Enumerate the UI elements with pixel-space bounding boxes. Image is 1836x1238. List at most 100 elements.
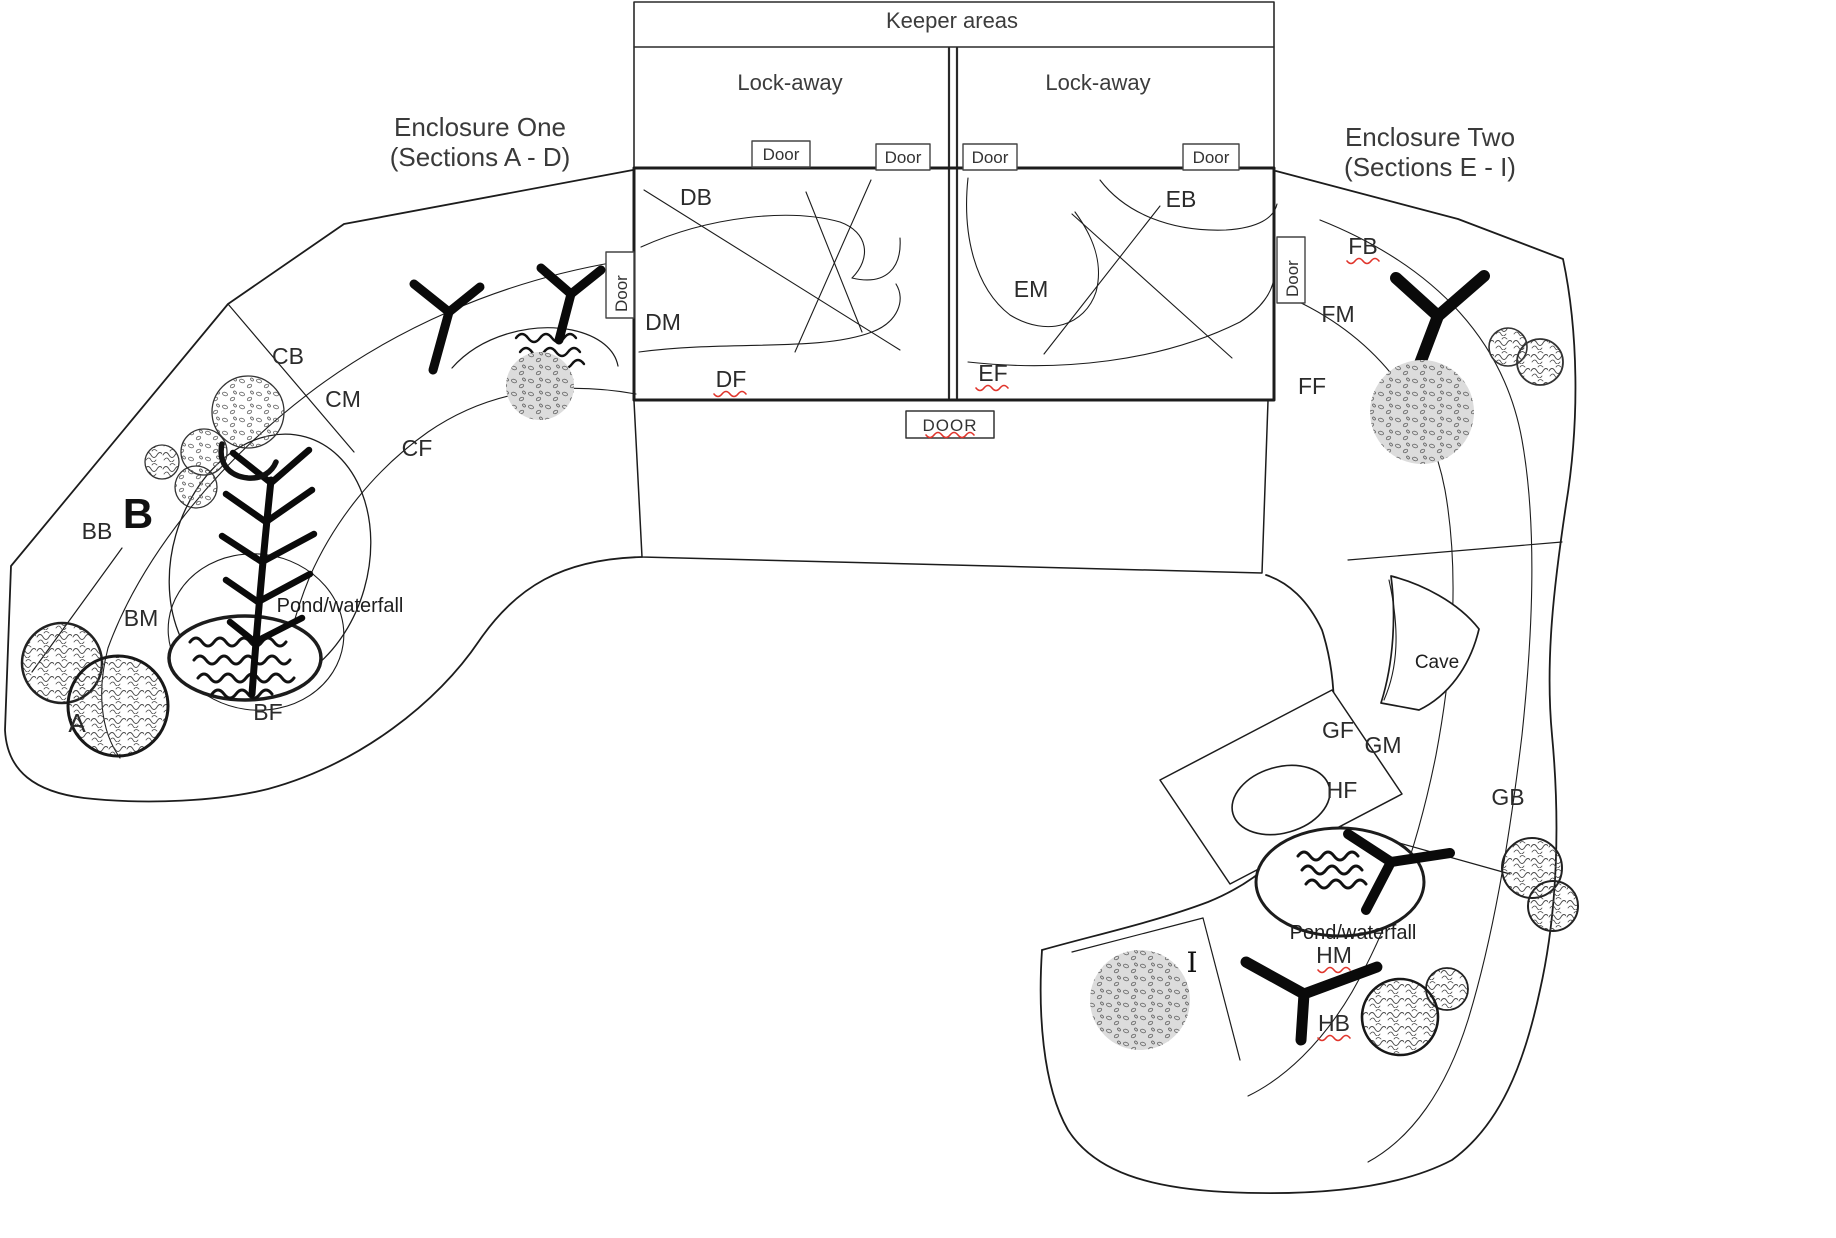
tree-cf (409, 279, 485, 375)
door-box-right-vertical (1276, 236, 1306, 304)
label-section-b: B (123, 490, 153, 537)
enclosure-two-strip-line-1 (1319, 219, 1533, 1163)
label-section-gf: GF (1322, 717, 1354, 743)
squiggle-hm (1317, 966, 1351, 974)
label-enclosure-two-line1: Enclosure Two (1345, 122, 1515, 152)
label-section-ef: EF (978, 360, 1007, 386)
cave-shape (1380, 575, 1480, 711)
spellcheck-underlines (713, 257, 1380, 1042)
label-door-left-vertical: Door (612, 275, 631, 312)
den-left-interior-lines (638, 179, 901, 353)
den-right-diagonal-1 (1043, 205, 1161, 355)
bush-gb-2 (1527, 880, 1579, 932)
tree-hm (1240, 956, 1383, 1046)
lower-paddock-outline (633, 400, 1269, 574)
label-cave: Cave (1415, 652, 1459, 673)
label-section-gm: GM (1364, 732, 1401, 758)
dark-arc-feature (218, 441, 279, 481)
bush-fb-2 (1516, 338, 1564, 386)
enclosure-two-rocks (1090, 327, 1579, 1057)
squiggle-ef (975, 384, 1009, 392)
labels: Keeper areas Lock-away Lock-away Enclosu… (68, 8, 1524, 1036)
label-section-dm: DM (645, 309, 681, 335)
divider-i-2 (1202, 917, 1241, 1061)
label-pond-waterfall-left: Pond/waterfall (277, 595, 404, 617)
label-section-cm: CM (325, 386, 361, 412)
enclosure-one-outline (4, 169, 643, 803)
enclosure-two (1039, 170, 1579, 1195)
label-section-db: DB (680, 184, 712, 210)
bush-a-2 (66, 654, 170, 758)
label-section-eb: EB (1166, 186, 1197, 212)
fern-tree-section-b (218, 446, 318, 698)
squiggle-df (713, 390, 747, 398)
label-section-hf: HF (1327, 777, 1358, 803)
enclosure-two-outer-outline (1039, 170, 1577, 1195)
label-door-4: Door (1193, 148, 1230, 167)
gravel-patch-cf (506, 352, 574, 420)
den-right-curve-1 (966, 177, 1100, 328)
label-section-hb: HB (1318, 1010, 1350, 1036)
label-section-cf: CF (402, 435, 433, 461)
label-pond-waterfall-right: Pond/waterfall (1290, 922, 1417, 944)
den-left-diagonal-1 (643, 189, 901, 351)
label-section-cb: CB (272, 343, 304, 369)
den-right-curve-2 (1099, 179, 1278, 231)
den-left-curve-1 (640, 214, 866, 279)
enclosure-one-strip-line-2 (281, 387, 637, 685)
squiggle-fb (1346, 257, 1380, 265)
den-left-curve-3 (638, 283, 901, 353)
label-section-fm: FM (1321, 301, 1354, 327)
small-pond-arc (451, 327, 619, 369)
rock-cluster-3 (144, 444, 180, 480)
label-section-gb: GB (1491, 784, 1524, 810)
door-box-left-vertical (605, 251, 635, 319)
label-keeper-areas: Keeper areas (886, 8, 1018, 33)
enclosure-one-trees (218, 263, 606, 698)
cave-outline (1380, 575, 1480, 711)
label-lockaway-left: Lock-away (737, 70, 842, 95)
label-enclosure-two-line2: (Sections E - I) (1344, 152, 1516, 182)
door-box-4 (1182, 143, 1240, 171)
door-box-2 (875, 143, 931, 171)
label-door-main: DOOR (923, 416, 978, 435)
label-section-bm: BM (124, 605, 159, 631)
label-enclosure-one-line2: (Sections A - D) (390, 142, 571, 172)
label-door-right-vertical: Door (1283, 260, 1302, 297)
label-section-df: DF (716, 366, 747, 392)
den-right-interior-lines (966, 177, 1278, 367)
label-enclosure-one-line1: Enclosure One (394, 112, 566, 142)
bush-hm-2 (1360, 977, 1440, 1057)
label-section-bf: BF (253, 699, 282, 725)
label-section-bb: BB (82, 518, 113, 544)
door-box-1 (751, 140, 811, 168)
enclosure-one-strip-line-1 (101, 261, 617, 759)
label-door-2: Door (885, 148, 922, 167)
label-section-ff: FF (1298, 373, 1326, 399)
label-section-hm: HM (1316, 942, 1352, 968)
den-left-curve-2 (851, 237, 901, 281)
cave-inner-curve (1383, 579, 1397, 701)
label-door-1: Door (763, 145, 800, 164)
den-left-diagonal-2 (794, 179, 872, 353)
gravel-patch-i (1090, 950, 1190, 1050)
label-section-fb: FB (1348, 233, 1377, 259)
divider-i-1 (1071, 917, 1204, 953)
door-box-main (905, 410, 995, 439)
rock-cluster-1 (211, 375, 285, 449)
label-lockaway-right: Lock-away (1045, 70, 1150, 95)
gravel-patch-f (1370, 360, 1474, 464)
den-right-curve-3 (967, 277, 1275, 367)
divider-b-c (227, 303, 355, 453)
enclosure-one-rocks (20, 352, 574, 758)
door-box-3 (962, 143, 1018, 171)
label-section-em: EM (1014, 276, 1049, 302)
label-door-3: Door (972, 148, 1009, 167)
door-boxes (605, 140, 1306, 439)
squiggle-hb (1317, 1034, 1351, 1042)
rock-cluster-4 (174, 465, 218, 509)
label-section-a: A (68, 708, 86, 738)
den-right-diagonal-2 (1071, 213, 1233, 359)
